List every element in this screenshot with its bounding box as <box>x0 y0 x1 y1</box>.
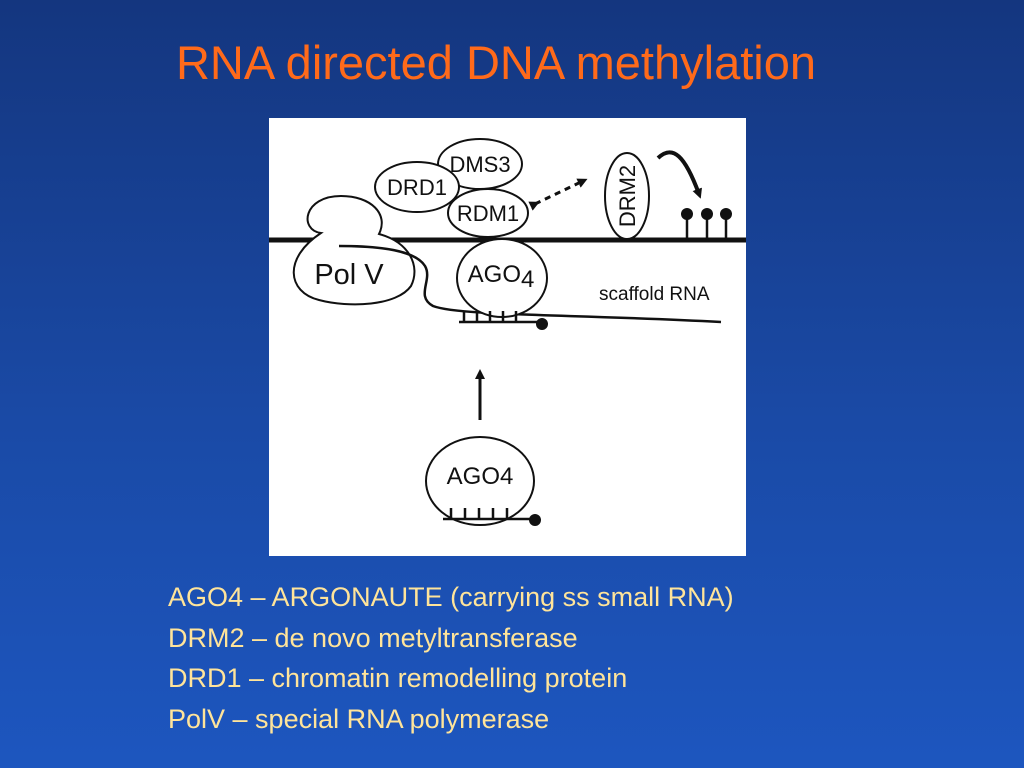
legend-item-polv: PolV – special RNA polymerase <box>168 703 550 734</box>
ago4-free-label: AGO4 <box>447 463 514 490</box>
rdm1-label: RDM1 <box>457 201 519 226</box>
methyl-group <box>701 208 713 220</box>
polv-label: Pol V <box>314 259 384 291</box>
scaffold-rna-label: scaffold RNA <box>599 284 710 305</box>
drd1-protein <box>374 161 460 213</box>
rddm-diagram: DMS3 DRD1 RDM1 DRM2 Pol V AGO4 <box>269 118 746 556</box>
ago4-bound-label-main: AGO <box>468 261 521 288</box>
interaction-arrow <box>528 178 588 211</box>
rddm-diagram-svg: DMS3 DRD1 RDM1 DRM2 Pol V AGO4 <box>269 138 746 526</box>
legend-item-drm2: DRM2 – de novo metyltransferase <box>168 622 578 653</box>
legend-item-ago4: AGO4 – ARGONAUTE (carrying ss small RNA) <box>168 582 734 612</box>
scaffold-rna <box>338 244 722 324</box>
slide-title-text: RNA directed DNA methylation <box>175 36 816 89</box>
methyl-group <box>681 208 693 220</box>
ago4-free-protein <box>425 436 535 526</box>
drm2-label: DRM2 <box>615 165 640 227</box>
drd1-label: DRD1 <box>387 175 447 200</box>
legend-item-drd1: DRD1 – chromatin remodelling protein <box>168 663 628 693</box>
slide-title: RNA directed DNA methylation <box>0 34 1024 92</box>
bound-small-rna <box>459 311 548 330</box>
rdm1-protein <box>447 188 529 238</box>
dms3-label: DMS3 <box>449 152 510 177</box>
drm2-protein <box>604 152 650 240</box>
legend-list: AGO4 – ARGONAUTE (carrying ss small RNA)… <box>168 577 734 739</box>
polv-enzyme <box>292 194 416 306</box>
methyl-group <box>720 208 732 220</box>
rna-end-cap <box>529 514 541 526</box>
methyl-groups <box>681 208 732 240</box>
rna-end-cap <box>536 318 548 330</box>
methylation-arrow <box>656 150 702 199</box>
free-small-rna <box>443 508 541 526</box>
ago4-bound-label-sub: 4 <box>521 266 534 293</box>
ago4-bound-label: AGO4 <box>468 261 535 293</box>
